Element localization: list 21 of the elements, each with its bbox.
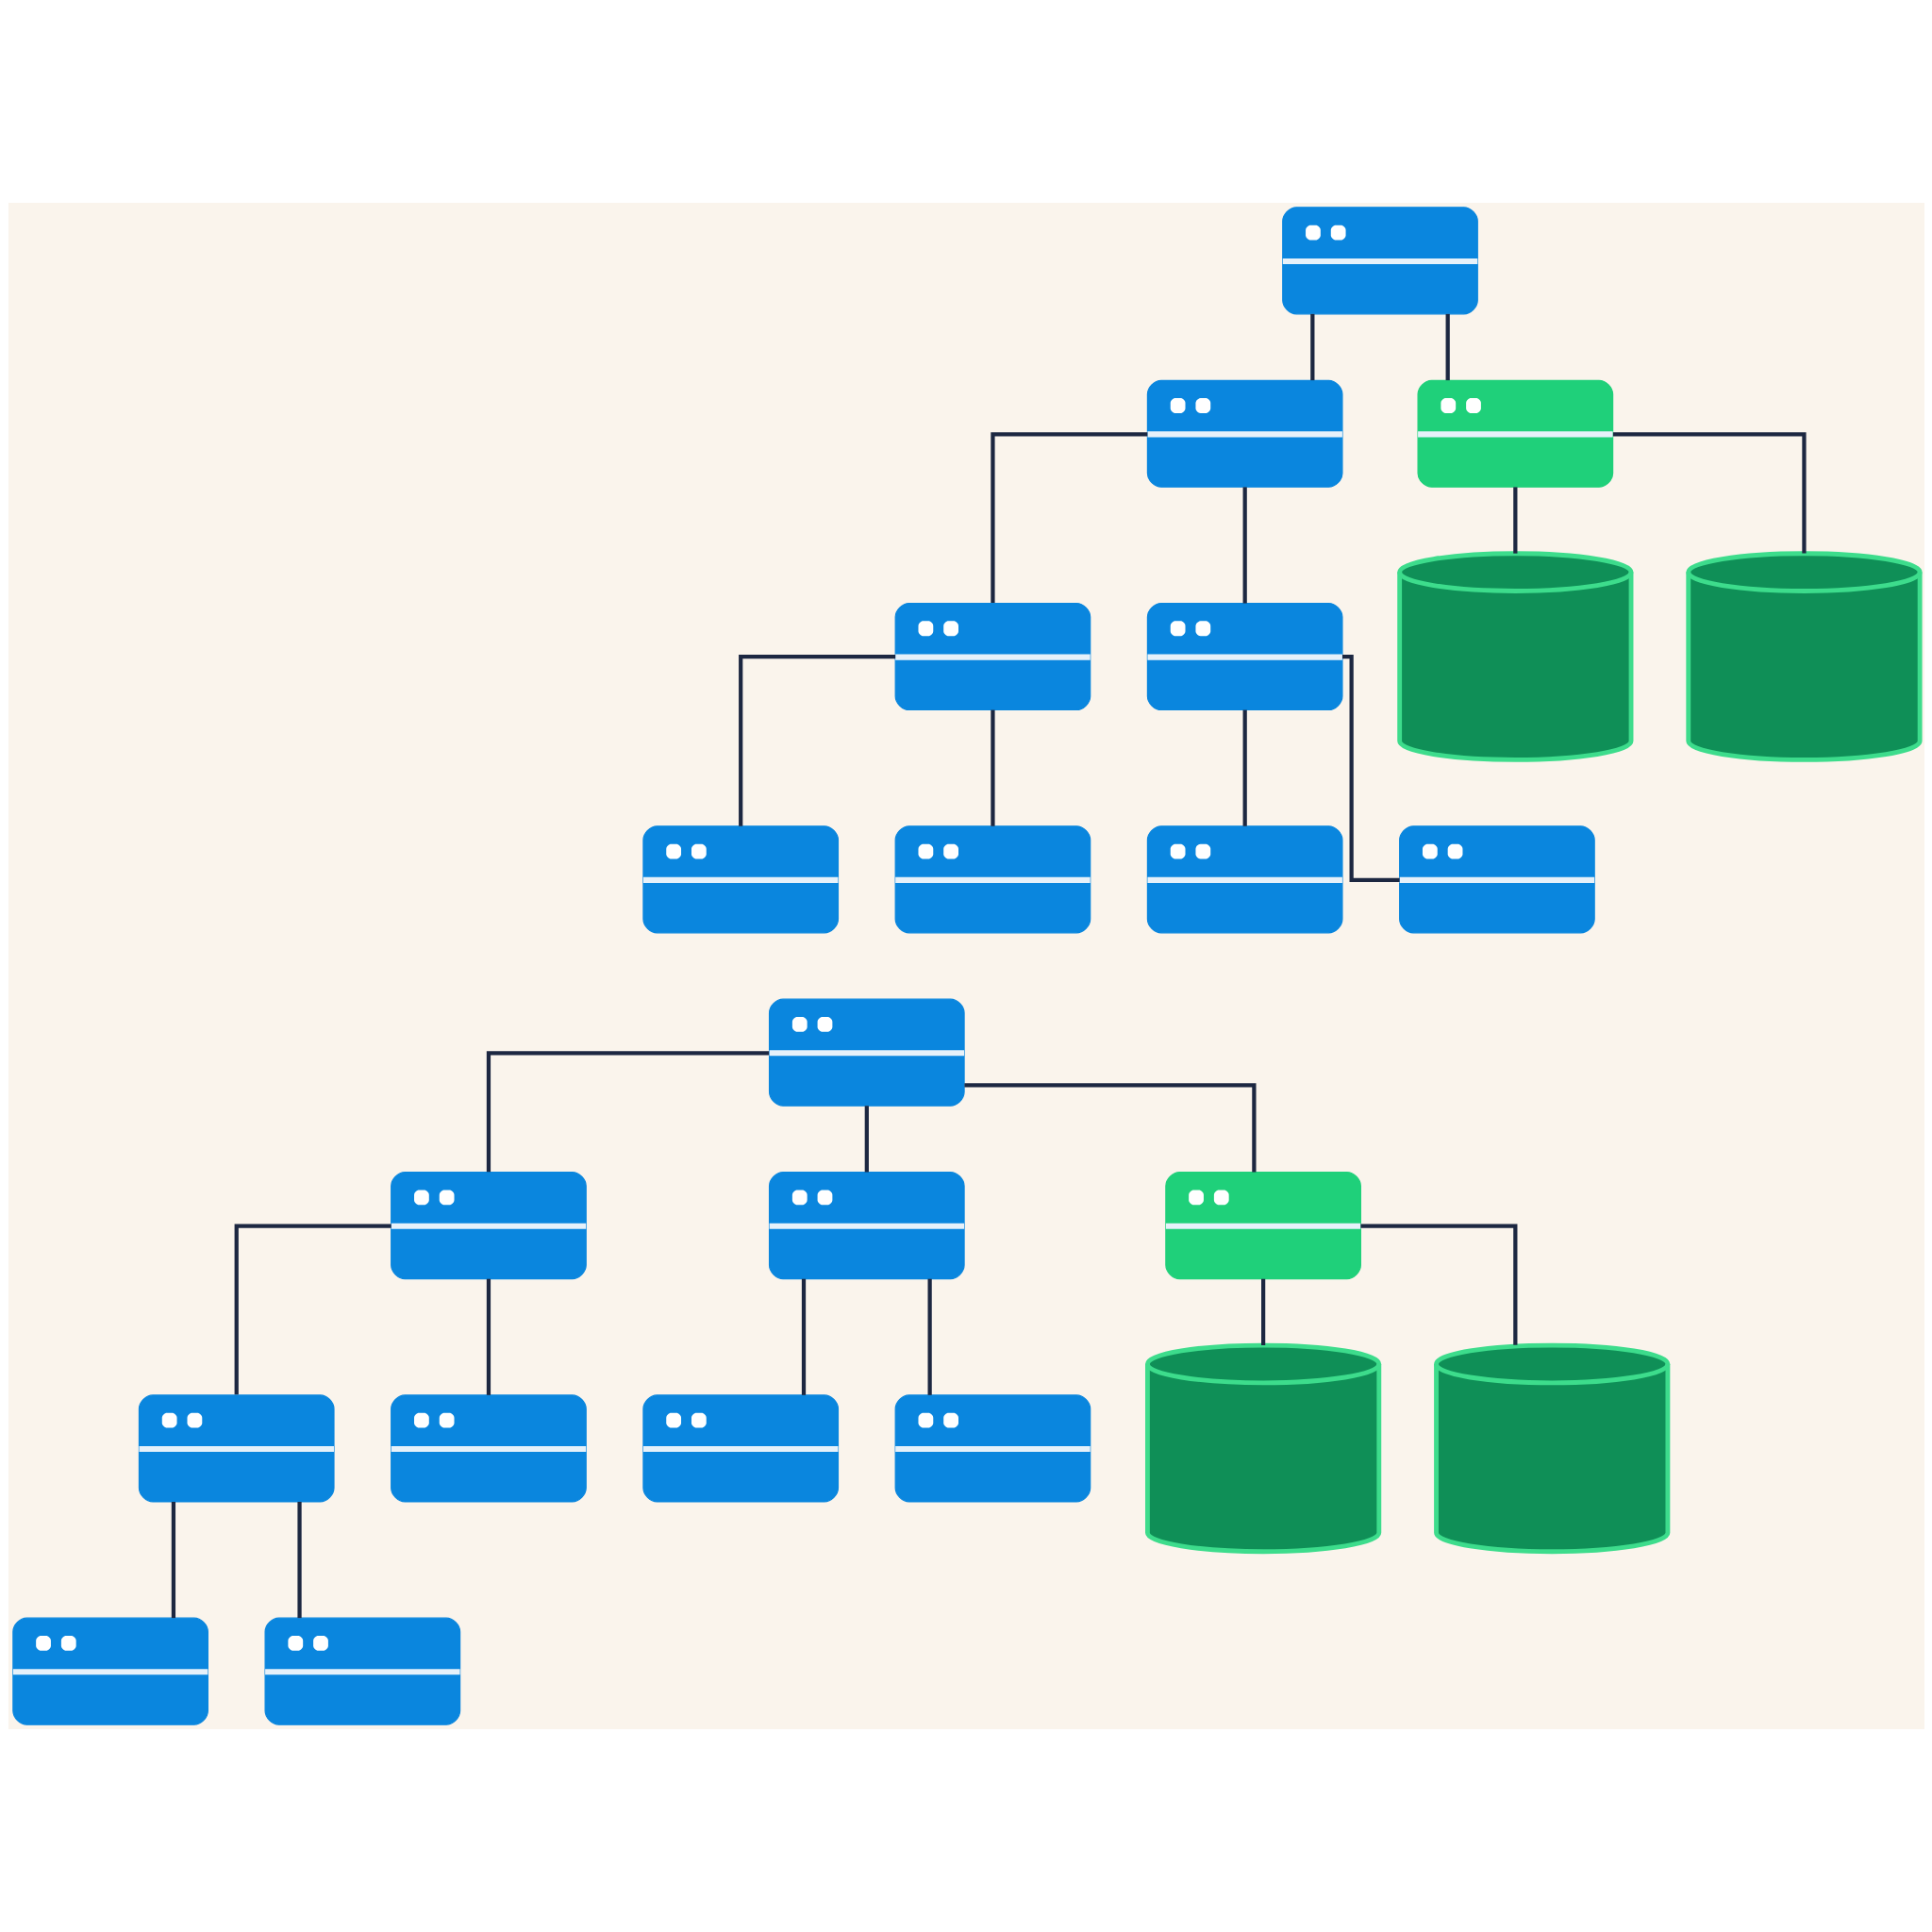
connector <box>486 1278 491 1395</box>
connector <box>963 1083 1256 1173</box>
connector <box>801 1278 806 1395</box>
connector <box>296 1502 302 1619</box>
connector <box>738 654 895 826</box>
connector <box>486 1051 769 1173</box>
connector <box>171 1502 175 1619</box>
connector <box>1242 709 1247 826</box>
connector <box>1260 1278 1265 1345</box>
connector <box>1359 1224 1517 1345</box>
connector <box>1445 313 1450 381</box>
connector <box>990 709 995 826</box>
connector <box>1612 432 1807 554</box>
connector <box>1512 487 1517 554</box>
connector <box>1242 487 1247 604</box>
connector <box>1309 313 1314 381</box>
connector <box>234 1224 391 1395</box>
connector <box>1341 654 1400 883</box>
connector <box>990 432 1147 603</box>
connector <box>927 1278 932 1395</box>
connector <box>864 1106 869 1173</box>
